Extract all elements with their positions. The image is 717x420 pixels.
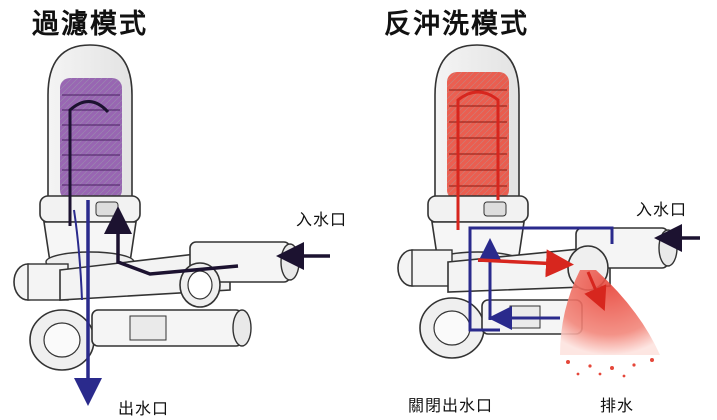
- right-inlet-label: 入水口: [636, 200, 688, 219]
- backwash-mode-title: 反沖洗模式: [384, 9, 529, 40]
- left-filter-unit: [13, 44, 330, 406]
- backwash-flow-arrow: [477, 249, 574, 278]
- left-outlet-label: 出水口: [118, 399, 170, 418]
- right-filter-unit: [397, 44, 700, 378]
- left-inlet-label: 入水口: [296, 210, 348, 229]
- drain-label: 排水: [600, 396, 635, 415]
- closed-outlet-label: 關閉出水口: [408, 396, 494, 415]
- filtration-mode-title: 過濾模式: [32, 9, 148, 40]
